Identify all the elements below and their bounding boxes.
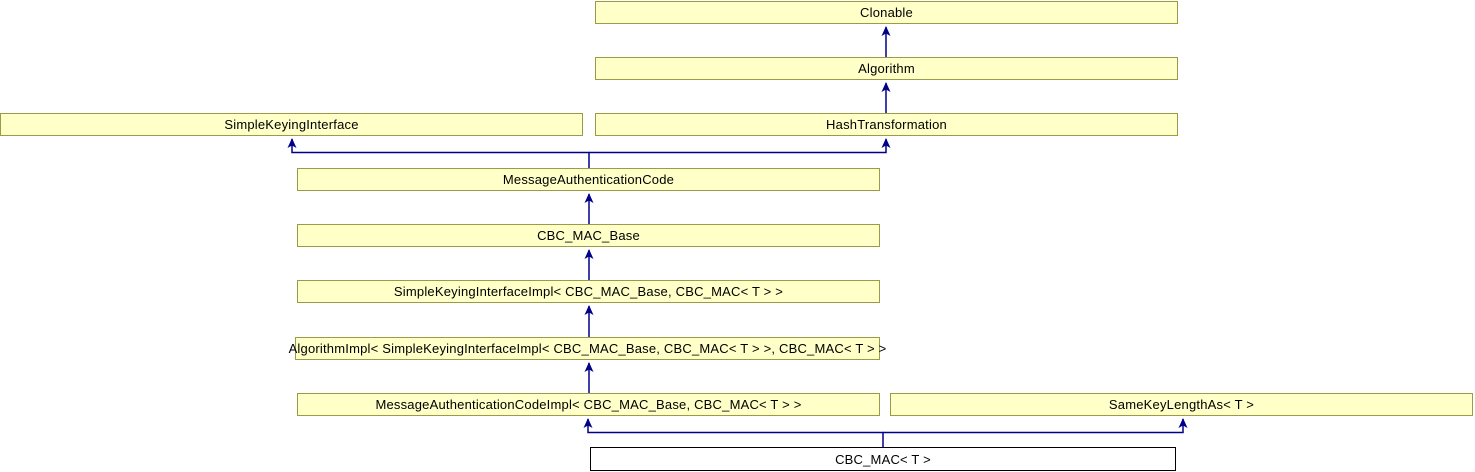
class-node-algorithm[interactable]: Algorithm: [595, 57, 1178, 80]
class-node-label: SimpleKeyingInterfaceImpl< CBC_MAC_Base,…: [393, 284, 784, 299]
class-node-label: SameKeyLengthAs< T >: [1108, 397, 1255, 412]
class-node-label: Algorithm: [858, 61, 915, 76]
class-node-label: MessageAuthenticationCodeImpl< CBC_MAC_B…: [375, 397, 802, 412]
class-node-hash-transformation[interactable]: HashTransformation: [595, 113, 1178, 136]
class-node-label: CBC_MAC_Base: [537, 228, 640, 243]
inheritance-arrow-cbcmac-to-macimpl: [583, 418, 884, 447]
inheritance-arrow-mac-to-simplekeyinginterface: [287, 138, 590, 168]
class-node-algorithm-impl[interactable]: AlgorithmImpl< SimpleKeyingInterfaceImpl…: [289, 337, 886, 360]
class-node-cbc-mac-base[interactable]: CBC_MAC_Base: [297, 224, 880, 247]
class-node-message-authentication-code-impl[interactable]: MessageAuthenticationCodeImpl< CBC_MAC_B…: [297, 393, 880, 416]
class-node-cbc-mac-current: CBC_MAC< T >: [590, 447, 1176, 471]
class-node-label: Clonable: [860, 5, 913, 20]
class-node-simple-keying-interface-impl[interactable]: SimpleKeyingInterfaceImpl< CBC_MAC_Base,…: [297, 280, 880, 303]
class-node-simple-keying-interface[interactable]: SimpleKeyingInterface: [0, 113, 583, 136]
inheritance-arrow-cbcmac-to-samekeylengthas: [883, 418, 1188, 434]
class-node-same-key-length-as[interactable]: SameKeyLengthAs< T >: [890, 393, 1473, 416]
class-node-label: MessageAuthenticationCode: [502, 172, 675, 187]
class-node-message-authentication-code[interactable]: MessageAuthenticationCode: [297, 168, 880, 191]
class-node-label: SimpleKeyingInterface: [224, 117, 359, 132]
inheritance-arrow-mac-to-hashtransformation: [589, 138, 891, 154]
class-node-label: AlgorithmImpl< SimpleKeyingInterfaceImpl…: [288, 341, 887, 356]
class-node-label: CBC_MAC< T >: [835, 451, 931, 467]
class-node-clonable[interactable]: Clonable: [595, 1, 1178, 24]
class-node-label: HashTransformation: [826, 117, 947, 132]
